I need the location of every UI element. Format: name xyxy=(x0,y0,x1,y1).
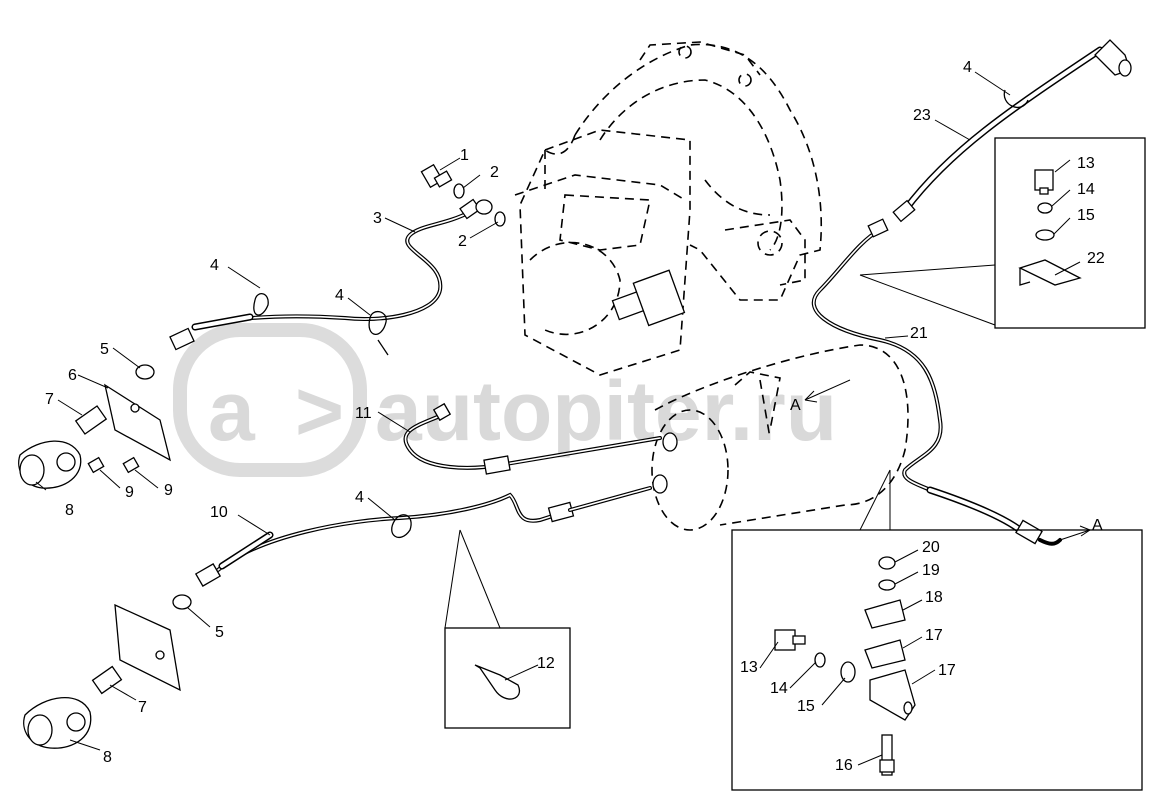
callout-9b: 9 xyxy=(164,482,173,499)
leader-lines xyxy=(35,71,1081,766)
callout-3: 3 xyxy=(373,210,382,227)
callout-13b: 13 xyxy=(740,659,758,676)
callout-4c: 4 xyxy=(355,489,364,506)
detail-box-22 xyxy=(859,137,1146,329)
svg-text:a: a xyxy=(208,364,256,458)
callout-10: 10 xyxy=(210,504,228,521)
transmission-housing xyxy=(514,41,823,376)
callout-5b: 5 xyxy=(215,624,224,641)
callout-21: 21 xyxy=(910,325,928,342)
section-mark-a-center: A xyxy=(790,397,801,414)
hose-10 xyxy=(194,474,668,587)
air-tank xyxy=(651,344,909,531)
callout-14a: 14 xyxy=(1077,181,1095,198)
callout-12: 12 xyxy=(537,655,555,672)
callout-1: 1 xyxy=(460,147,469,164)
callout-16: 16 xyxy=(835,757,853,774)
detail-box-12 xyxy=(444,529,571,729)
callout-7a: 7 xyxy=(45,391,54,408)
callout-4a: 4 xyxy=(210,257,219,274)
callout-17b: 17 xyxy=(938,662,956,679)
callout-2b: 2 xyxy=(458,233,467,250)
callout-2a: 2 xyxy=(490,164,499,181)
callout-22: 22 xyxy=(1087,250,1105,267)
callout-23: 23 xyxy=(913,107,931,124)
section-arrows xyxy=(804,379,1091,541)
bracket-assembly-upper xyxy=(18,364,171,489)
valve-fitting xyxy=(611,269,686,327)
callout-8b: 8 xyxy=(103,749,112,766)
pipe-21 xyxy=(811,218,1062,546)
callout-5a: 5 xyxy=(100,341,109,358)
callout-9a: 9 xyxy=(125,484,134,501)
callout-4d: 4 xyxy=(963,59,972,76)
callout-18: 18 xyxy=(925,589,943,606)
callout-13a: 13 xyxy=(1077,155,1095,172)
section-mark-a-right: A xyxy=(1092,517,1103,534)
svg-text:>: > xyxy=(295,364,344,458)
callout-8a: 8 xyxy=(65,502,74,519)
callout-17a: 17 xyxy=(925,627,943,644)
callout-15a: 15 xyxy=(1077,207,1095,224)
callout-7b: 7 xyxy=(138,699,147,716)
clip-4-upper xyxy=(253,293,389,356)
callout-14b: 14 xyxy=(770,680,788,697)
pipe-11 xyxy=(403,402,678,475)
hose-3 xyxy=(169,198,481,351)
watermark-text: autopiter.ru xyxy=(375,364,837,458)
callout-11: 11 xyxy=(355,405,372,422)
detail-box-mount xyxy=(731,469,1143,791)
callout-6: 6 xyxy=(68,367,77,384)
watermark: a > autopiter.ru xyxy=(173,323,837,477)
callout-20: 20 xyxy=(922,539,940,556)
callout-15b: 15 xyxy=(797,698,815,715)
bracket-assembly-lower xyxy=(23,594,192,749)
callout-19: 19 xyxy=(922,562,940,579)
callouts: 1 2 2 3 4 4 4 4 5 5 6 7 7 8 8 9 9 10 11 … xyxy=(45,59,1105,774)
hose-23 xyxy=(892,39,1132,223)
callout-4b: 4 xyxy=(335,287,344,304)
